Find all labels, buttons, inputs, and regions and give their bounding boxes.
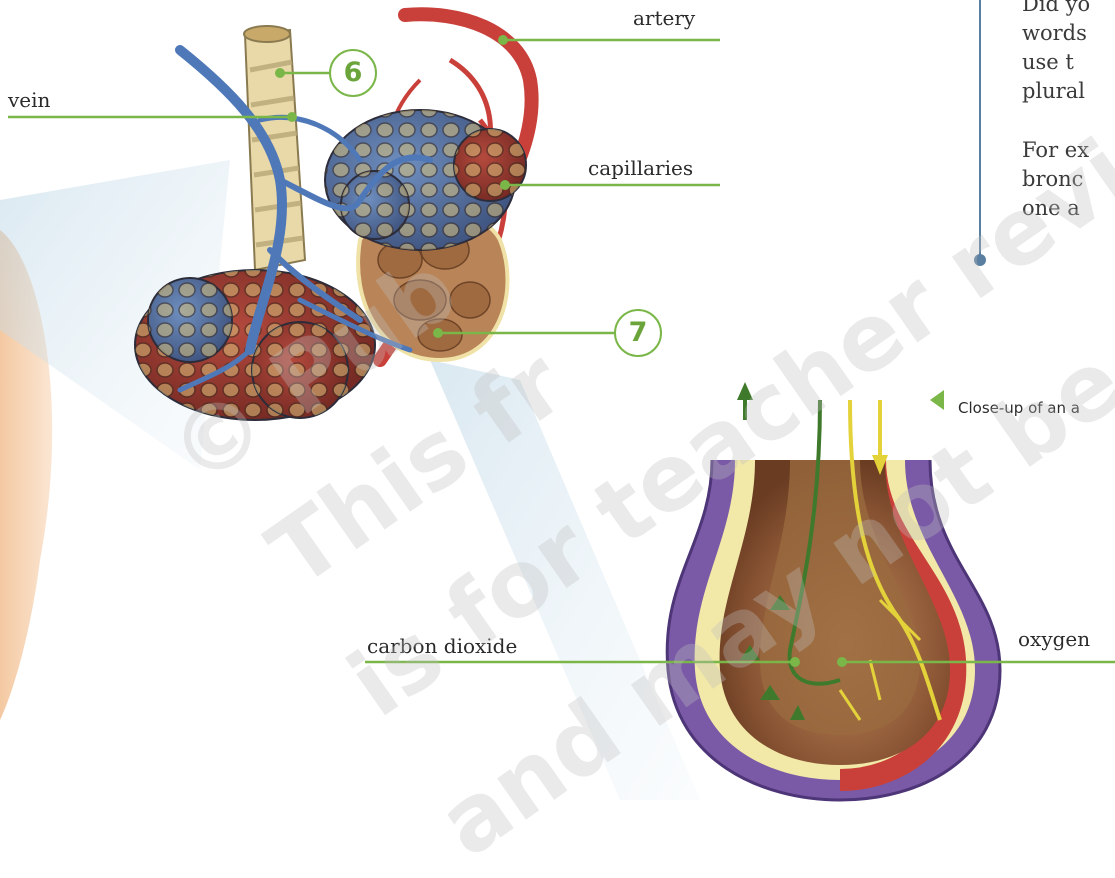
label-vein: vein: [8, 88, 50, 112]
note-line: use t: [1022, 48, 1074, 77]
upper-alveoli-cluster: [325, 110, 526, 250]
note-line: words: [1022, 19, 1087, 48]
label-oxygen: oxygen: [1018, 627, 1090, 651]
note-line: plural: [1022, 77, 1085, 106]
caption-arrow-icon: [930, 390, 944, 410]
badge-6: 6: [329, 49, 377, 97]
label-capillaries: capillaries: [588, 156, 693, 180]
note-line: Did yo: [1022, 0, 1090, 19]
diagram-page: vein artery capillaries carbon dioxide o…: [0, 0, 1115, 806]
badge-7: 7: [614, 309, 662, 357]
label-artery: artery: [633, 6, 695, 30]
